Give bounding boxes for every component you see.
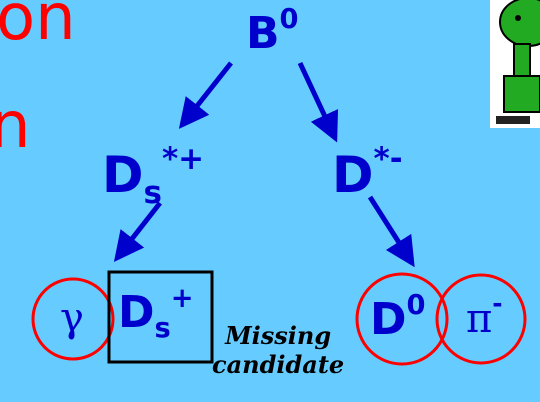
d-star-minus-label: D*- [332, 143, 403, 200]
ds-charge: + [170, 282, 194, 314]
photon-circle [31, 277, 115, 361]
arrow-ds-star-to-photon [113, 201, 162, 262]
d-star-symbol: D [332, 146, 374, 204]
ds-plus-label: Ds+ [118, 284, 194, 341]
annotation-line-1: Missing [225, 321, 332, 350]
ds-star-label: Ds*+ [102, 143, 204, 208]
ds-symbol: D [118, 287, 155, 338]
d0-symbol: D [370, 294, 407, 345]
pion-circle [435, 273, 527, 365]
d0-circle [355, 272, 449, 366]
title-fragment-on: on [0, 0, 76, 55]
arrow-d-star-to-d0 [367, 195, 415, 268]
arrow-b-to-ds-star [178, 61, 233, 129]
ds-star-subscript: s [143, 174, 162, 211]
missing-candidate-box [107, 270, 214, 364]
arrow-b-to-d-star [297, 61, 339, 143]
parent-b0-label: B0 [246, 5, 299, 56]
b0-charge: 0 [279, 3, 299, 35]
d-star-charge: *- [373, 140, 403, 177]
green-cartoon-character-icon [490, 0, 540, 128]
missing-candidate-annotation: Missing candidate [212, 321, 345, 380]
d0-label: D0 [370, 291, 426, 342]
ds-star-symbol: D [102, 146, 144, 204]
d0-charge: 0 [406, 289, 426, 321]
pion-charge: - [492, 289, 503, 319]
ds-subscript: s [154, 312, 171, 344]
annotation-line-2: candidate [212, 349, 345, 379]
pion-label: π- [466, 291, 503, 342]
title-fragment-n: n [0, 89, 31, 163]
ds-star-charge: *+ [161, 140, 205, 177]
pion-symbol: π [466, 296, 493, 342]
photon-label: γ [60, 295, 84, 341]
b0-symbol: B [246, 8, 280, 59]
